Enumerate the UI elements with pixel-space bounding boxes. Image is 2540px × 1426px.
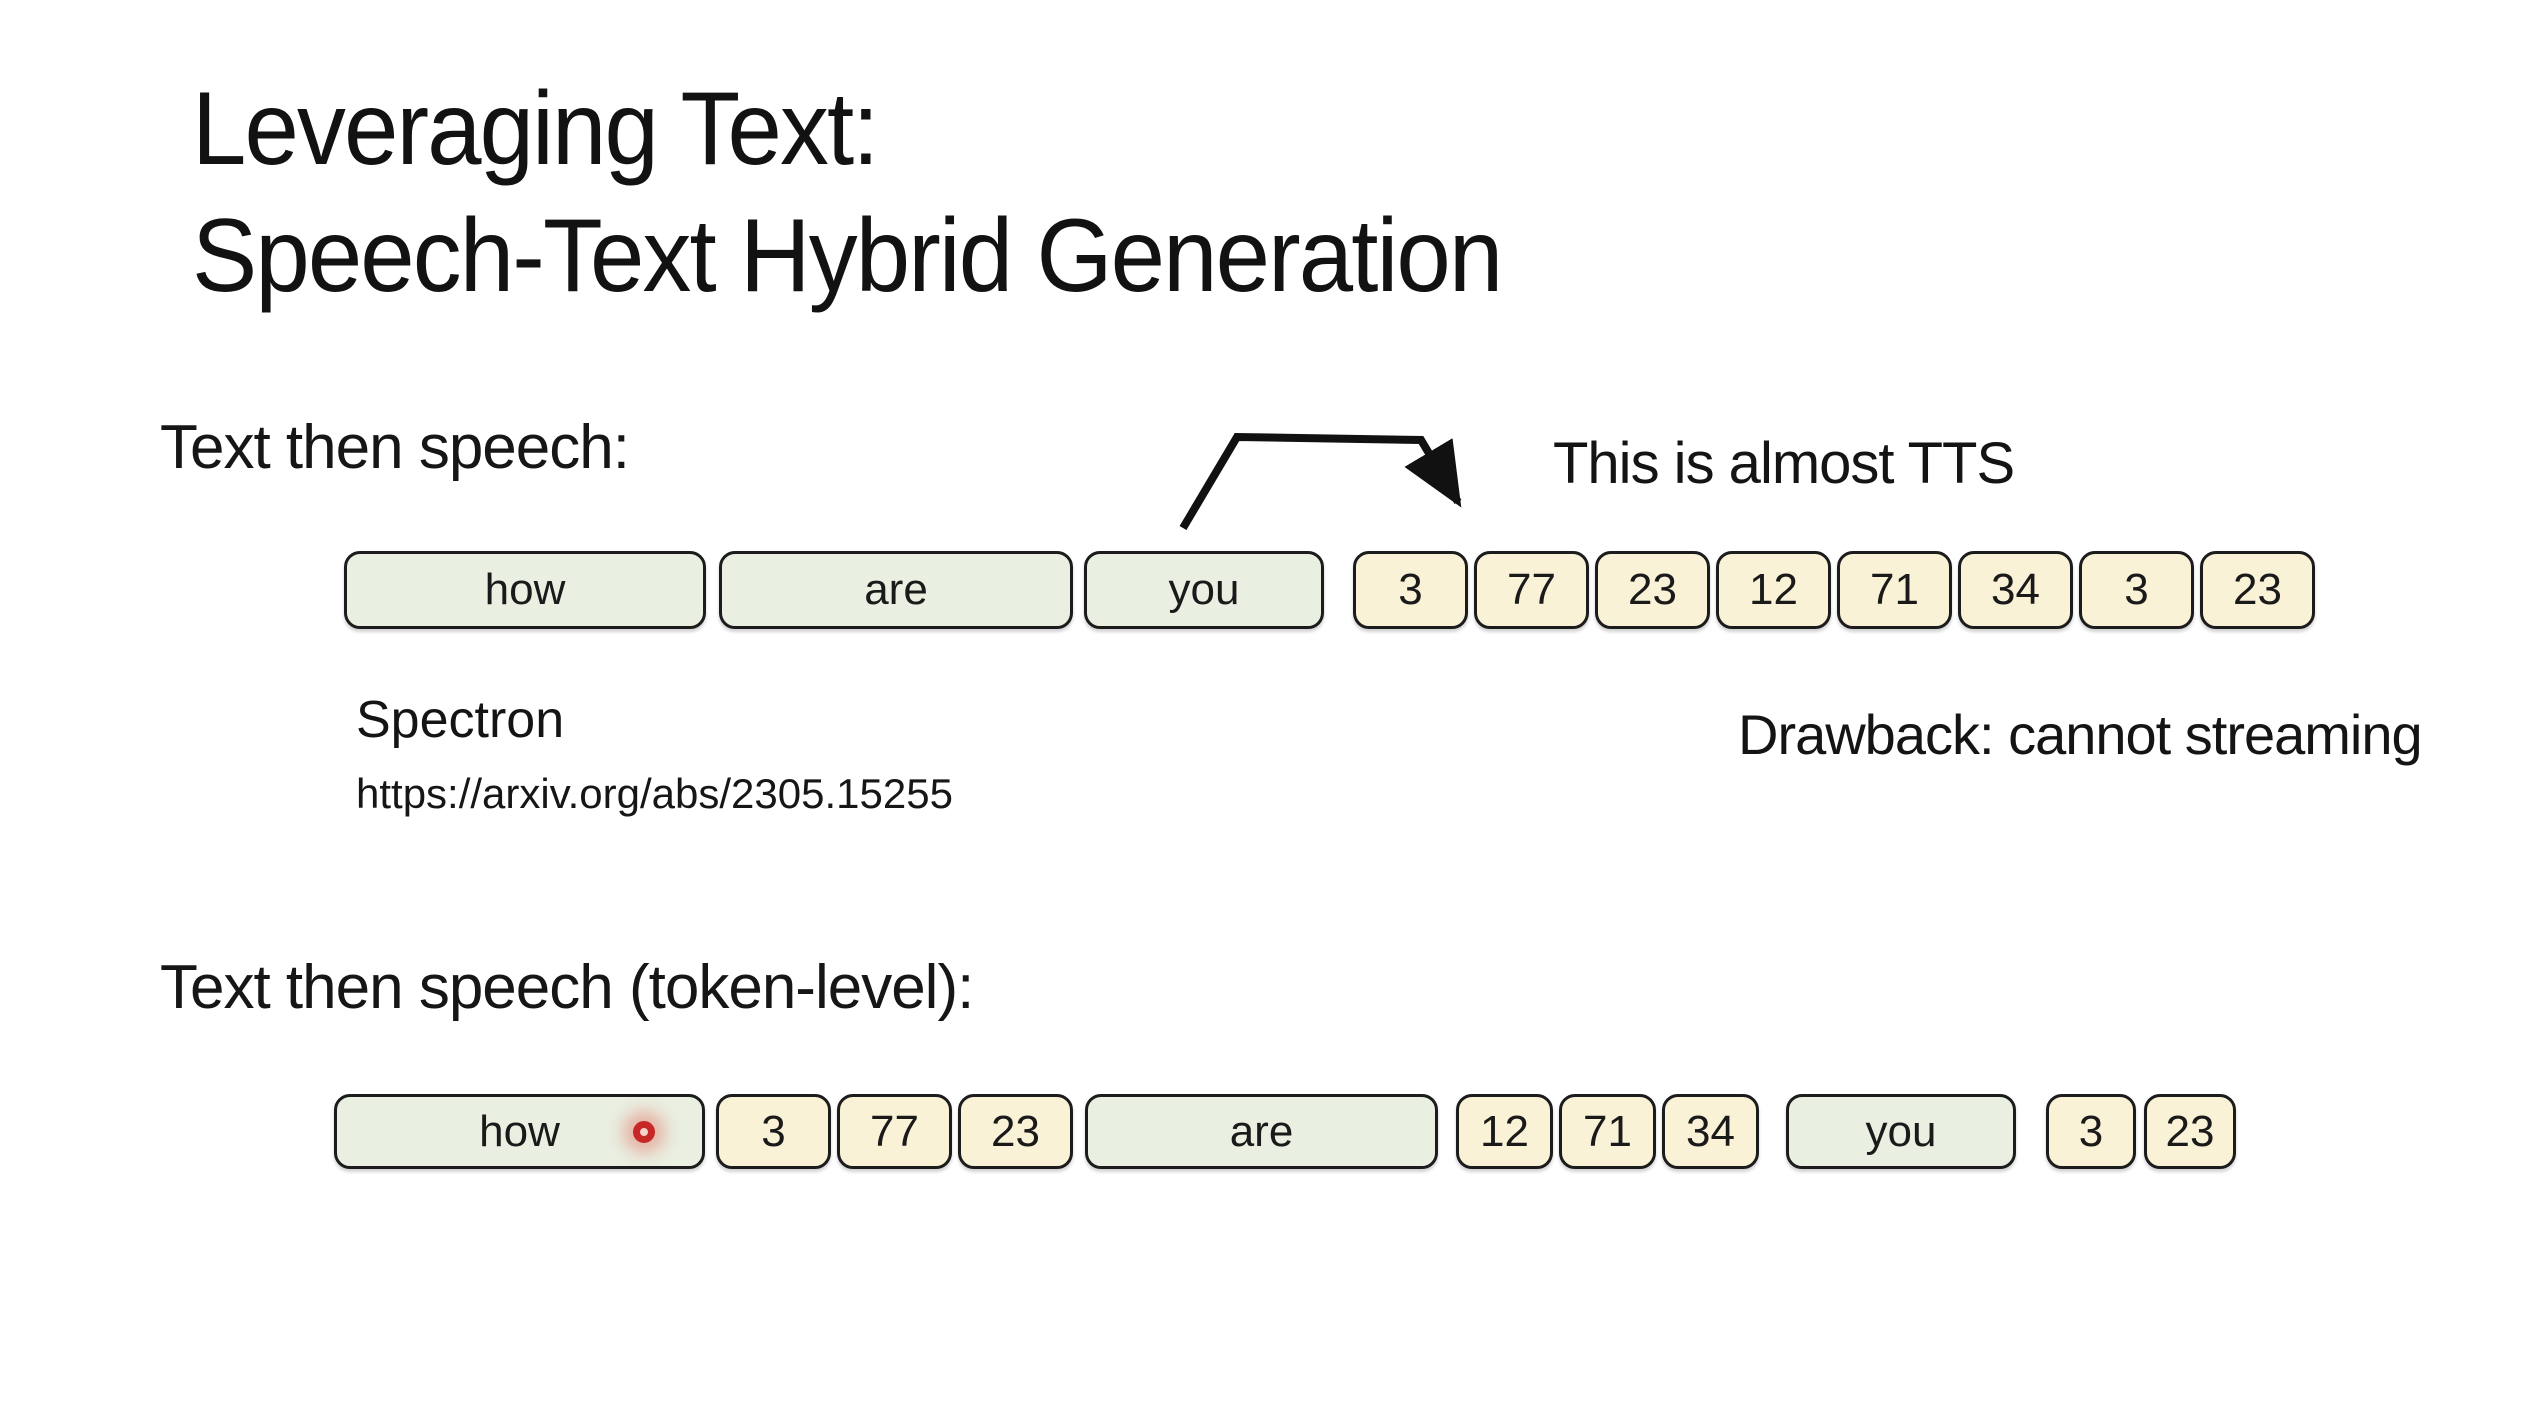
token-label: 3	[2124, 565, 2149, 614]
speech-token-box: 77	[837, 1094, 952, 1169]
tts-annotation: This is almost TTS	[1553, 431, 2015, 496]
drawback-note: Drawback: cannot streaming	[1738, 703, 2423, 766]
laser-pointer-dot	[633, 1120, 655, 1143]
token-label: 71	[1583, 1106, 1632, 1156]
speech-token-box: 34	[1662, 1094, 1759, 1169]
token-label: 71	[1870, 565, 1919, 614]
token-label: 3	[2078, 1106, 2104, 1156]
token-row-text-then-speech: how are you 3 77 23 12 71 34 3 23	[0, 551, 2540, 629]
speech-token-box: 23	[1595, 551, 1710, 629]
speech-token-box: 3	[2079, 551, 2194, 629]
token-label: 3	[761, 1106, 786, 1156]
text-token-box: are	[1085, 1094, 1438, 1169]
speech-token-box: 3	[2046, 1094, 2136, 1169]
token-label: 34	[1686, 1106, 1735, 1156]
token-label: are	[1229, 1106, 1294, 1156]
section1-heading: Text then speech:	[160, 413, 630, 482]
speech-token-box: 23	[2200, 551, 2315, 629]
token-label: are	[864, 565, 928, 614]
token-label: 23	[1628, 565, 1677, 614]
text-token-box: how	[334, 1094, 705, 1169]
token-label: 34	[1991, 565, 2040, 614]
citation-url[interactable]: https://arxiv.org/abs/2305.15255	[356, 770, 953, 817]
section2-heading: Text then speech (token-level):	[160, 953, 974, 1022]
token-label: 77	[1507, 565, 1556, 614]
slide-title: Leveraging Text: Speech-Text Hybrid Gene…	[192, 66, 1503, 320]
speech-token-box: 3	[716, 1094, 831, 1169]
token-label: how	[484, 565, 566, 614]
speech-token-box: 34	[1958, 551, 2073, 629]
text-token-box: you	[1084, 551, 1324, 629]
speech-token-box: 71	[1837, 551, 1952, 629]
token-label: 77	[870, 1106, 919, 1156]
token-label: you	[1168, 565, 1240, 614]
text-token-box: how	[344, 551, 706, 629]
speech-token-box: 71	[1559, 1094, 1656, 1169]
token-label: 12	[1480, 1106, 1529, 1156]
token-label: 3	[1398, 565, 1423, 614]
speech-token-box: 77	[1474, 551, 1589, 629]
speech-token-box: 23	[958, 1094, 1073, 1169]
token-row-token-level: how 3 77 23 are 12 71 34 you 3 23	[0, 1094, 2540, 1169]
citation-name: Spectron	[356, 691, 565, 749]
speech-token-box: 12	[1456, 1094, 1553, 1169]
token-label: how	[479, 1106, 560, 1156]
title-line-2: Speech-Text Hybrid Generation	[192, 197, 1503, 314]
speech-token-box: 23	[2144, 1094, 2236, 1169]
token-label: 23	[991, 1106, 1040, 1156]
speech-token-box: 3	[1353, 551, 1468, 629]
token-label: 23	[2165, 1106, 2215, 1156]
text-token-box: are	[719, 551, 1073, 629]
text-token-box: you	[1786, 1094, 2016, 1169]
token-label: 23	[2233, 565, 2282, 614]
title-line-1: Leveraging Text:	[192, 71, 879, 187]
speech-token-box: 12	[1716, 551, 1831, 629]
token-label: 12	[1749, 565, 1798, 614]
token-label: you	[1865, 1106, 1937, 1156]
